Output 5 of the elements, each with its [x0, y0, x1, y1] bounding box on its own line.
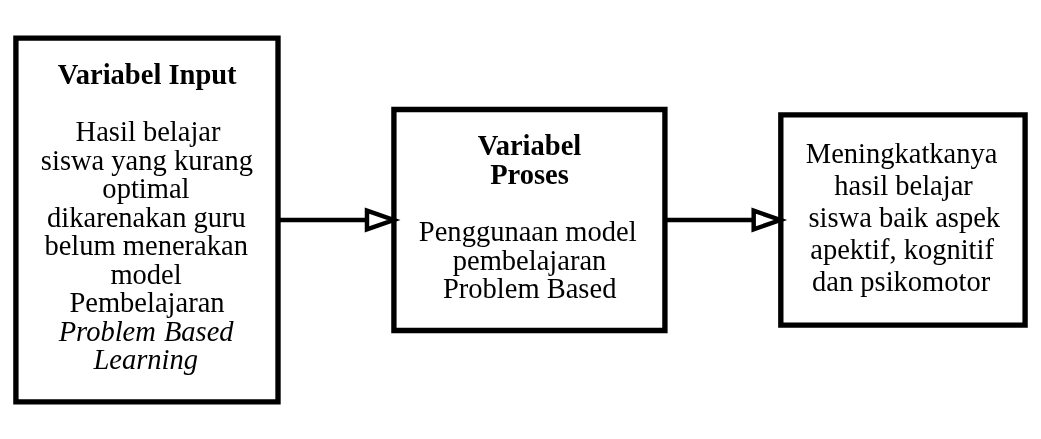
arrow — [665, 207, 788, 232]
node-box: Meningkatkanya hasil belajar siswa baik aspek apektif, kognitif dan psikomotor — [778, 111, 1028, 328]
node-box: Variabel Input Hasil belajar siswa yang kurang optimal dikarenakan guru belum menerakan model Pembelajaran Problem Based Learning — [13, 34, 281, 405]
node-box: Variabel Proses Penggunaan model pembelajaran Problem Based — [391, 106, 668, 333]
arrow — [278, 207, 401, 232]
